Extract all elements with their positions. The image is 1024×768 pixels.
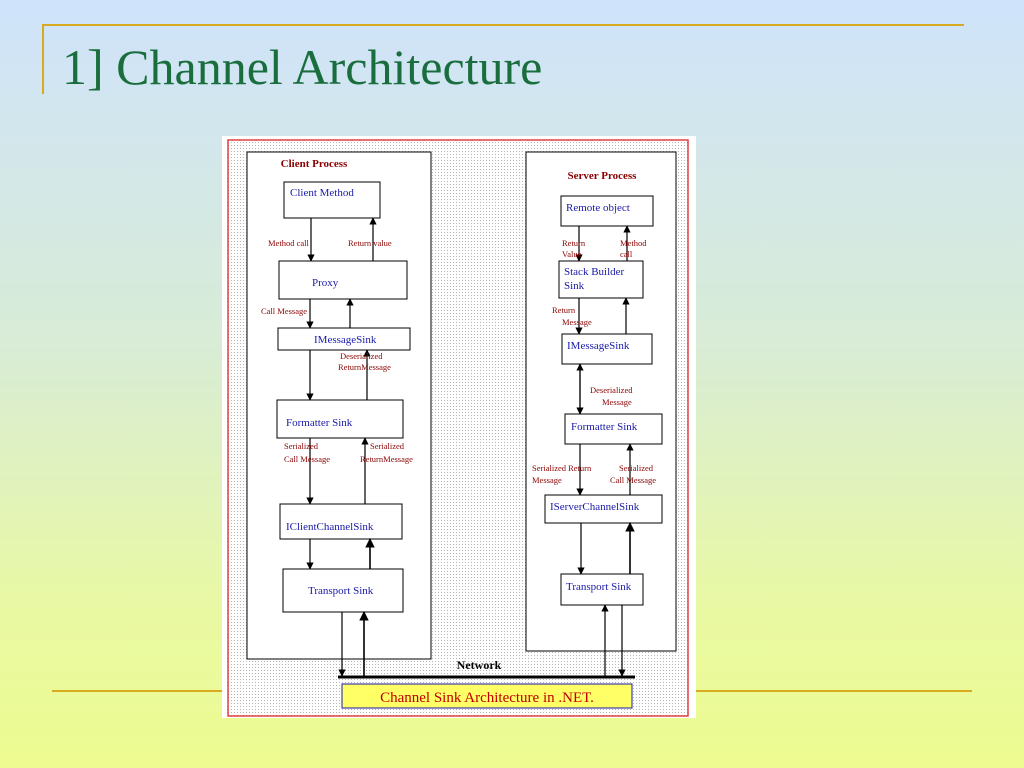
server-iserverchannel-box (544, 494, 663, 524)
client-method-box (283, 181, 381, 219)
top-accent-line (42, 24, 964, 26)
server-transport-label: Transport Sink (566, 581, 632, 593)
left-accent-line (42, 24, 44, 94)
client-label-deserialized-2: ReturnMessage (338, 362, 391, 372)
server-label-serialized-call-1: Serialized (619, 463, 654, 473)
client-label-call-message: Call Message (261, 306, 307, 316)
client-label-deserialized-1: Deserialized (340, 351, 383, 361)
client-label-serialized-call-1: Serialized (284, 441, 319, 451)
client-transport-label: Transport Sink (308, 585, 374, 597)
server-label-return-message-1: Return (552, 305, 576, 315)
client-proxy-label: Proxy (312, 277, 339, 289)
client-formatter-box (276, 399, 404, 439)
client-iclientchannel-label: IClientChannelSink (286, 521, 374, 533)
server-label-method-call-2: call (620, 249, 633, 259)
client-label-return-value: Return value (348, 238, 392, 248)
server-label-deserialized-1: Deserialized (590, 385, 633, 395)
client-proxy-box (278, 260, 408, 300)
client-imessagesink-box (277, 327, 411, 351)
server-transport-box (560, 573, 644, 606)
client-formatter-label: Formatter Sink (286, 417, 353, 429)
caption-box (341, 683, 633, 709)
server-label-return-value-1: Return (562, 238, 586, 248)
client-iclientchannel-box (279, 503, 403, 540)
client-label-serialized-return-1: Serialized (370, 441, 405, 451)
server-label-deserialized-2: Message (602, 397, 632, 407)
server-stack-builder-box (558, 260, 644, 299)
client-label-method-call: Method call (268, 238, 309, 248)
client-process-title: Client Process (281, 158, 348, 170)
caption-text: Channel Sink Architecture in .NET. (380, 690, 594, 706)
server-remote-object-box (560, 195, 654, 227)
server-label-return-value-2: Value (562, 249, 582, 259)
architecture-diagram: Client Process Server Process Client Met… (222, 136, 696, 718)
server-remote-object-label: Remote object (566, 202, 630, 214)
network-label: Network (457, 658, 502, 672)
client-label-serialized-return-2: ReturnMessage (360, 454, 413, 464)
server-process-container (525, 151, 677, 652)
server-stack-builder-label-1: Stack Builder (564, 266, 625, 278)
server-imessagesink-box (561, 333, 653, 365)
server-formatter-box (564, 413, 663, 445)
server-process-title: Server Process (568, 170, 638, 182)
client-imessagesink-label: IMessageSink (314, 334, 377, 346)
server-label-method-call-1: Method (620, 238, 647, 248)
server-label-serialized-return-1: Serialized Return (532, 463, 592, 473)
slide-title: 1] Channel Architecture (62, 39, 543, 95)
client-method-label: Client Method (290, 187, 354, 199)
server-label-serialized-return-2: Message (532, 475, 562, 485)
server-formatter-label: Formatter Sink (571, 421, 638, 433)
client-label-serialized-call-2: Call Message (284, 454, 330, 464)
server-label-serialized-call-2: Call Message (610, 475, 656, 485)
server-imessagesink-label: IMessageSink (567, 340, 630, 352)
server-label-return-message-2: Message (562, 317, 592, 327)
client-transport-box (282, 568, 404, 613)
server-stack-builder-label-2: Sink (564, 280, 585, 292)
server-iserverchannel-label: IServerChannelSink (550, 501, 640, 513)
